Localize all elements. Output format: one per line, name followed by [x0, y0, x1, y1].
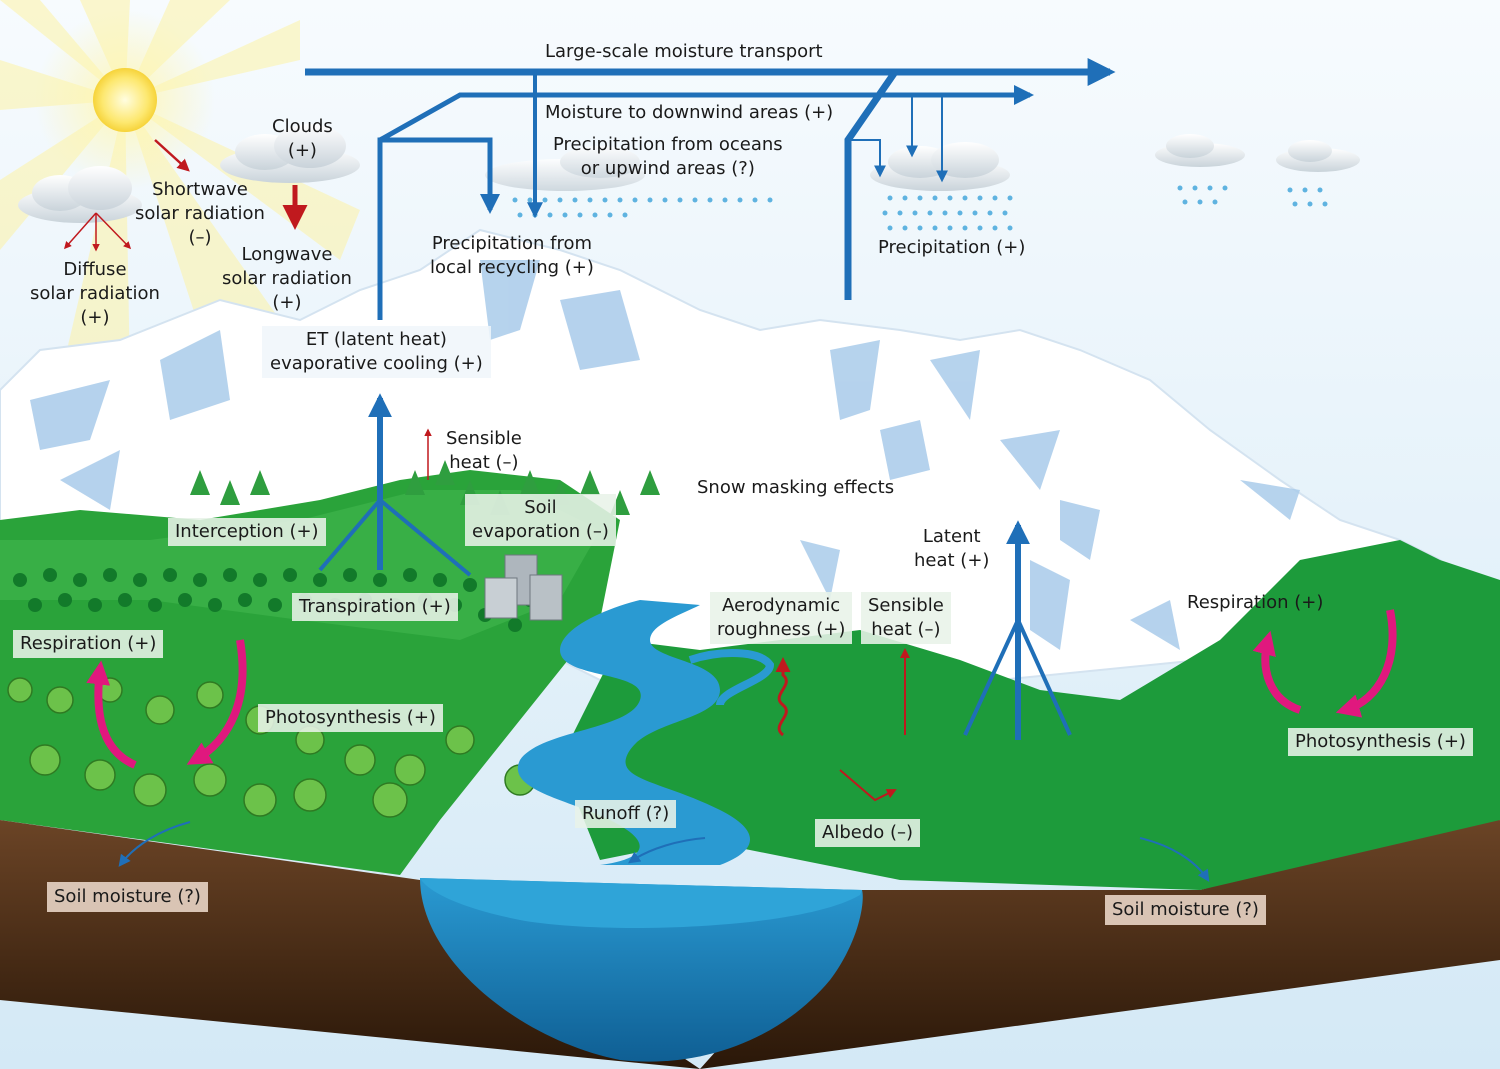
mountain-rock-shading — [30, 260, 1300, 650]
precipitation-label: Precipitation (+) — [878, 237, 1026, 258]
cloud-precip-left — [485, 146, 645, 191]
rain-precipitation — [882, 185, 1328, 231]
sensible-heat-right-label: Sensible heat (–) — [861, 592, 951, 644]
cloud-far-right-a — [1155, 134, 1245, 167]
longwave-label: Longwave solar radiation (+) — [222, 244, 352, 313]
snow-masking-label: Snow masking effects — [697, 477, 895, 498]
moisture-transport-arrows — [305, 58, 1116, 320]
runoff-arrows — [118, 821, 1210, 883]
clouds-label: Clouds (+) — [272, 116, 333, 161]
carbon-cycle-arrows — [86, 609, 1397, 769]
lake — [420, 878, 863, 1062]
respiration-left-label: Respiration (+) — [13, 630, 164, 658]
sensible-heat-left-label: Sensible heat (–) — [446, 428, 522, 473]
latent-heat-arrow — [963, 520, 1072, 740]
cloud-left — [18, 166, 142, 223]
sun-icon — [93, 68, 157, 132]
soil-right — [700, 820, 1500, 1069]
large-scale-transport-label: Large-scale moisture transport — [545, 41, 823, 62]
aerodynamic-roughness-label: Aerodynamic roughness (+) — [710, 592, 853, 644]
grassland — [560, 540, 1500, 890]
interception-label: Interception (+) — [168, 518, 326, 546]
cloud-center — [220, 124, 360, 183]
radiation-arrows — [64, 139, 910, 802]
albedo-label: Albedo (–) — [815, 819, 921, 847]
soil-moisture-left-label: Soil moisture (?) — [47, 882, 208, 912]
soil-moisture-right-label: Soil moisture (?) — [1105, 895, 1266, 925]
precip-right-branch — [848, 139, 886, 178]
cloud-far-right-b — [1276, 140, 1360, 172]
shortwave-label: Shortwave solar radiation (–) — [135, 179, 265, 248]
precip-oceans-label: Precipitation from oceans or upwind area… — [553, 134, 783, 179]
river — [517, 600, 750, 865]
photosynthesis-right-label: Photosynthesis (+) — [1288, 728, 1473, 756]
soil-evaporation-label: Soil evaporation (–) — [465, 494, 616, 546]
deciduous-trees — [7, 677, 536, 818]
moisture-downwind-label: Moisture to downwind areas (+) — [545, 102, 834, 123]
runoff-label: Runoff (?) — [575, 800, 677, 828]
diffuse-label: Diffuse solar radiation (+) — [30, 259, 160, 328]
et-arrow — [318, 393, 472, 577]
latent-heat-label: Latent heat (+) — [914, 526, 990, 571]
local-recycling-arrow — [377, 137, 500, 320]
transpiration-label: Transpiration (+) — [292, 593, 458, 621]
et-label: ET (latent heat) evaporative cooling (+) — [262, 326, 491, 378]
buildings — [484, 554, 563, 621]
river-upper — [688, 649, 775, 707]
photosynthesis-left-label: Photosynthesis (+) — [258, 704, 443, 732]
respiration-right-label: Respiration (+) — [1187, 592, 1324, 613]
precip-local-label: Precipitation from local recycling (+) — [430, 233, 594, 278]
lake-surface — [420, 878, 862, 928]
